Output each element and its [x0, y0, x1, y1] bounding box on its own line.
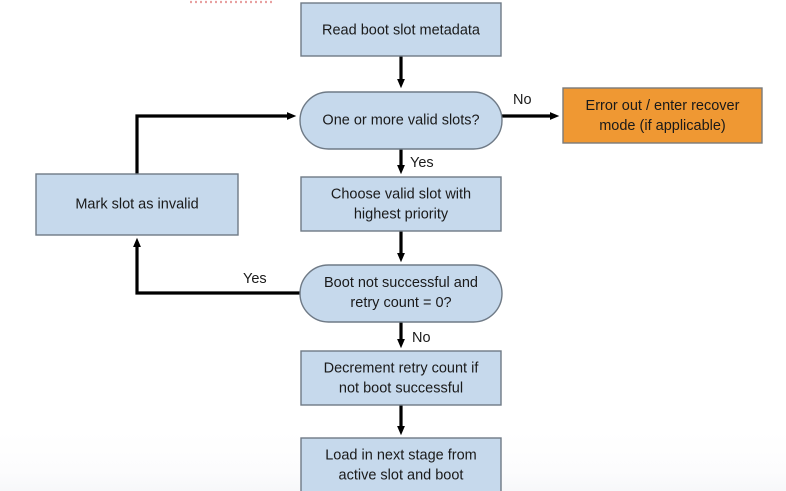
node-load-next-stage-active-slot[interactable]: Load in next stage from active slot and … [300, 437, 502, 491]
node-label-choose-valid-slot-line1: Choose valid slot with [331, 186, 471, 202]
node-one-or-more-valid-slots[interactable]: One or more valid slots? [299, 91, 503, 150]
edge-label-no-valid-slots: No [513, 92, 532, 108]
node-label-choose-valid-slot-line2: highest priority [354, 206, 449, 222]
node-boot-not-successful-retry-count-zero[interactable]: Boot not successful and retry count = 0? [299, 264, 503, 323]
connector-mark-invalid-to-valid-slots [135, 112, 297, 174]
node-choose-valid-slot-highest-priority[interactable]: Choose valid slot with highest priority [300, 176, 502, 232]
node-label-read-boot-slot-metadata: Read boot slot metadata [322, 22, 481, 38]
edge-label-yes-valid-slots: Yes [410, 155, 434, 171]
node-decrement-retry-count[interactable]: Decrement retry count if not boot succes… [300, 350, 502, 406]
node-read-boot-slot-metadata[interactable]: Read boot slot metadata [300, 2, 502, 57]
node-label-one-or-more-valid-slots: One or more valid slots? [322, 112, 479, 128]
node-label-boot-check-line2: retry count = 0? [350, 295, 451, 311]
node-label-mark-slot-as-invalid: Mark slot as invalid [75, 196, 198, 212]
edge-label-no-retry-remaining: No [412, 330, 431, 346]
node-label-decrement-line1: Decrement retry count if [324, 360, 480, 376]
node-label-decrement-line2: not boot successful [339, 380, 463, 396]
node-label-error-out-line2: mode (if applicable) [599, 118, 726, 134]
node-label-load-next-stage-line2: active slot and boot [339, 467, 464, 483]
node-label-load-next-stage-line1: Load in next stage from [325, 447, 477, 463]
node-label-boot-check-line1: Boot not successful and [324, 275, 478, 291]
node-mark-slot-as-invalid[interactable]: Mark slot as invalid [35, 173, 239, 236]
node-error-out-enter-recover-mode[interactable]: Error out / enter recover mode (if appli… [562, 87, 763, 144]
connector-boot-check-yes-to-mark-invalid [133, 237, 300, 295]
node-label-error-out-line1: Error out / enter recover [586, 98, 740, 114]
edge-label-yes-retry-exhausted: Yes [243, 271, 267, 287]
